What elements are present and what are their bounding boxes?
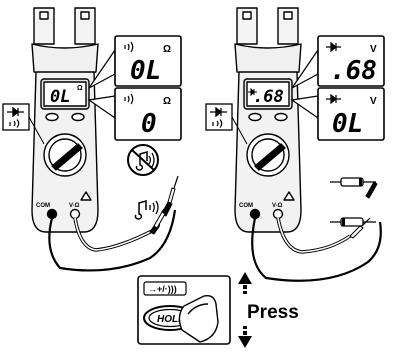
press-arrow-icon: [238, 272, 252, 348]
left-callout-bottom-value: 0: [141, 109, 157, 139]
finger-icon: [178, 294, 219, 343]
right-callout-bottom-value: 0L: [332, 109, 363, 139]
right-diode-mode-icon: [205, 103, 248, 145]
left-callout-bottom: [87, 87, 182, 141]
right-callout-bottom: [290, 87, 385, 141]
right-main-display: .68: [253, 87, 284, 107]
press-label: Press: [247, 302, 299, 323]
right-test-leads: [251, 181, 382, 282]
diode-component-top: [330, 177, 376, 187]
right-callout-top-unit: V: [370, 44, 377, 55]
left-main-unit: Ω: [77, 85, 83, 92]
left-test-leads: [48, 175, 179, 272]
left-callout-top-unit: Ω: [163, 44, 171, 55]
left-callout-top-value: 0L: [130, 56, 161, 86]
right-port-com: COM: [239, 203, 253, 209]
left-callout-top: [88, 35, 182, 89]
sound-icon: [134, 200, 159, 220]
no-sound-icon: [127, 144, 159, 176]
right-port-v: V-Ω: [272, 203, 283, 209]
hold-mode-label: →+/·))): [148, 284, 177, 294]
left-port-com: COM: [36, 203, 50, 209]
left-diode-mode-icon: [2, 103, 45, 145]
left-main-display: 0L: [50, 87, 70, 107]
hold-button-label[interactable]: HOLD: [157, 314, 185, 325]
diode-component-bottom: [330, 217, 376, 227]
right-callout-top: [291, 35, 385, 89]
right-meter: [234, 7, 302, 233]
left-port-v: V-Ω: [69, 203, 80, 209]
right-callout-top-value: .68: [330, 56, 377, 86]
left-meter: [31, 7, 99, 233]
right-main-diode-icon: [248, 87, 257, 97]
left-callout-bottom-unit: Ω: [163, 96, 171, 107]
right-callout-bottom-unit: V: [370, 96, 377, 107]
